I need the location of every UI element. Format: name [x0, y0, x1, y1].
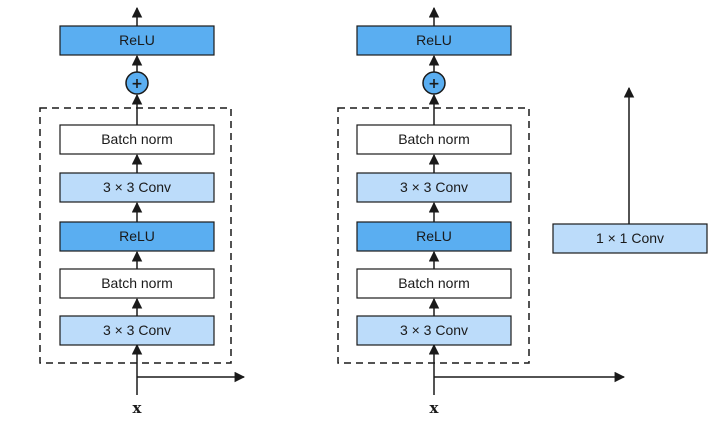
- left-batchnorm-2-box: [59, 124, 215, 155]
- right-batchnorm-1-label: Batch norm: [398, 275, 470, 291]
- right-batchnorm-2-box: [356, 124, 512, 155]
- right-conv1x1-box: [552, 223, 708, 254]
- right-relu-inner-label: ReLU: [416, 228, 452, 244]
- right-input-label: x: [430, 399, 440, 417]
- left-conv-2-box: [59, 172, 215, 203]
- right-conv1x1-label: 1 × 1 Conv: [596, 230, 664, 246]
- left-add-symbol: +: [131, 76, 143, 92]
- right-add-symbol: +: [428, 76, 440, 92]
- left-batchnorm-1-label: Batch norm: [101, 275, 173, 291]
- right-relu-inner-box: [356, 221, 512, 252]
- left-conv-2-label: 3 × 3 Conv: [103, 179, 171, 195]
- right-conv-2-box: [356, 172, 512, 203]
- left-conv-1-label: 3 × 3 Conv: [103, 322, 171, 338]
- left-batchnorm-1-box: [59, 268, 215, 299]
- left-residual-block: 3 × 3 Conv Batch norm ReLU 3 × 3 Conv Ba…: [39, 6, 246, 417]
- right-relu-top-box: [356, 25, 512, 56]
- right-residual-block: 1 × 1 Conv 3 × 3 Conv Batch norm ReLU 3 …: [337, 6, 708, 417]
- left-relu-top-box: [59, 25, 215, 56]
- left-conv-1-box: [59, 315, 215, 346]
- right-batchnorm-2-label: Batch norm: [398, 131, 470, 147]
- right-relu-top-label: ReLU: [416, 32, 452, 48]
- left-batchnorm-2-label: Batch norm: [101, 131, 173, 147]
- right-conv-1-label: 3 × 3 Conv: [400, 322, 468, 338]
- left-relu-inner-label: ReLU: [119, 228, 155, 244]
- right-batchnorm-1-box: [356, 268, 512, 299]
- left-relu-top-label: ReLU: [119, 32, 155, 48]
- left-dashed-container: [39, 107, 232, 364]
- left-relu-inner-box: [59, 221, 215, 252]
- right-conv-2-label: 3 × 3 Conv: [400, 179, 468, 195]
- left-input-label: x: [133, 399, 143, 417]
